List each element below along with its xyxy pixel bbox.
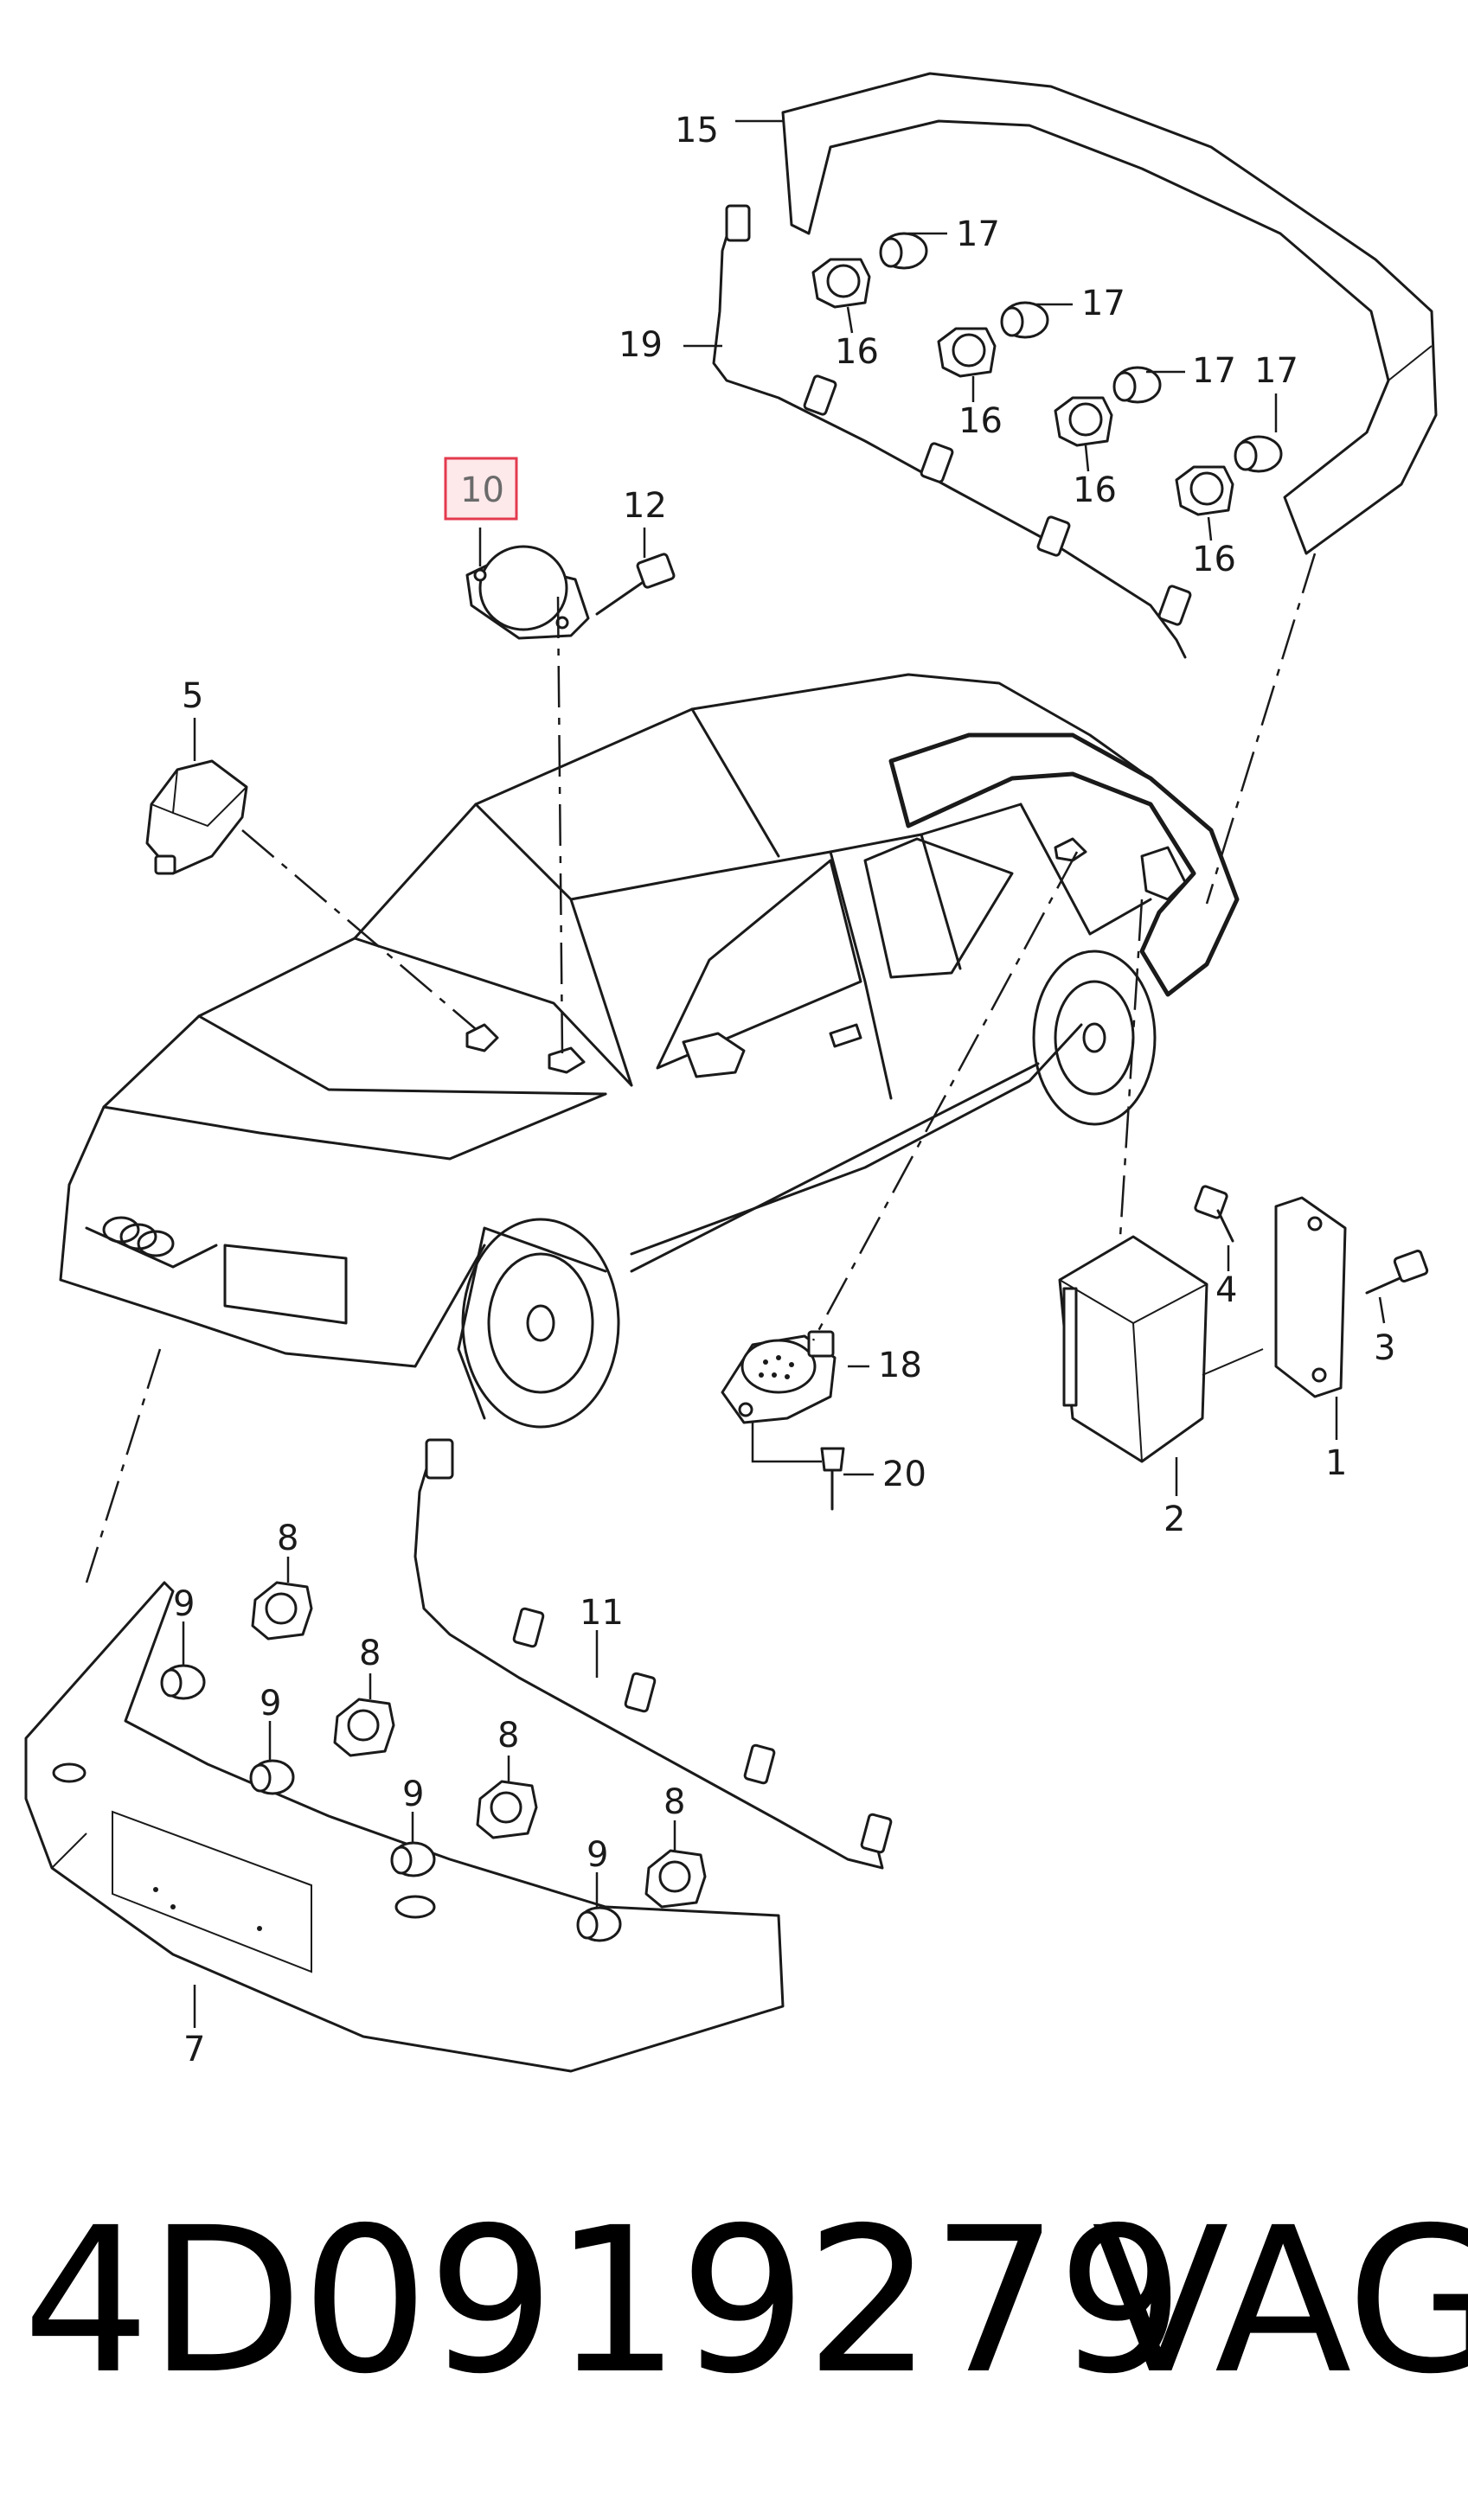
callout-11: 11 <box>580 1593 624 1633</box>
screw-20 <box>820 1447 845 1511</box>
callout-17-d: 17 <box>1254 351 1298 391</box>
callout-9-d: 9 <box>587 1835 608 1875</box>
screw-12 <box>595 553 676 616</box>
callout-8-c: 8 <box>497 1716 519 1756</box>
callout-2: 2 <box>1164 1500 1185 1539</box>
callout-8-d: 8 <box>663 1782 685 1822</box>
callout-16-c: 16 <box>1073 470 1117 510</box>
screw-4 <box>1194 1185 1234 1243</box>
car-body <box>59 673 1240 1429</box>
callout-17-c: 17 <box>1192 351 1236 391</box>
highlight-box <box>444 457 518 521</box>
callout-12: 12 <box>623 486 667 526</box>
rear-sensor-16-d <box>1175 465 1234 516</box>
front-sensor-8-a <box>251 1581 313 1641</box>
brand-label: VAG <box>1092 2184 1468 2418</box>
rear-wiring-harness <box>712 204 1192 659</box>
callout-9-a: 9 <box>173 1584 195 1624</box>
callout-20: 20 <box>882 1455 926 1494</box>
rear-sensor-16-c <box>1054 396 1113 447</box>
callout-4: 4 <box>1215 1270 1237 1310</box>
rear-ring-17-d <box>1234 435 1283 473</box>
callout-17-b: 17 <box>1081 284 1125 323</box>
part-number: 4D0919279 <box>22 2184 1184 2418</box>
rear-sensor-16-b <box>937 327 997 378</box>
front-ring-9-c <box>390 1841 436 1877</box>
front-sensor-8-b <box>333 1698 395 1757</box>
screw-3 <box>1365 1249 1429 1295</box>
front-bumper-cover <box>24 1581 785 2073</box>
callout-9-c: 9 <box>402 1775 424 1814</box>
leader-lines <box>182 119 1386 2028</box>
callout-1: 1 <box>1325 1443 1347 1483</box>
rear-ring-17-b <box>1000 301 1049 339</box>
front-wiring-harness <box>413 1438 893 1870</box>
buzzer-18 <box>721 1330 837 1424</box>
callout-8-a: 8 <box>277 1519 298 1558</box>
front-ring-9-a <box>160 1664 206 1700</box>
callout-15: 15 <box>675 111 719 150</box>
callout-19: 19 <box>619 325 663 365</box>
assembly-lines <box>85 553 1317 1583</box>
rear-ring-17-c <box>1112 366 1162 404</box>
control-module-2 <box>1058 1235 1208 1463</box>
rear-sensor-16-a <box>811 258 871 309</box>
front-sensor-8-d <box>644 1849 707 1909</box>
callout-5: 5 <box>182 676 203 716</box>
callout-16-a: 16 <box>835 332 879 372</box>
front-sensor-8-c <box>476 1780 538 1839</box>
rear-bumper-cover <box>781 72 1438 555</box>
rear-ring-17-a <box>879 232 928 270</box>
callout-16-b: 16 <box>958 401 1003 441</box>
callouts: 10 15 19 17 17 17 17 16 16 16 16 12 5 18… <box>173 111 1395 2069</box>
callout-8-b: 8 <box>359 1634 381 1673</box>
callout-10: 10 <box>460 470 504 510</box>
callout-7: 7 <box>183 2030 205 2069</box>
callout-17-a: 17 <box>956 214 1000 254</box>
bracket-1 <box>1202 1196 1347 1398</box>
connector-5 <box>145 759 248 875</box>
callout-16-d: 16 <box>1192 540 1236 579</box>
front-ring-9-b <box>249 1759 295 1795</box>
callout-9-b: 9 <box>260 1684 281 1724</box>
front-ring-9-d <box>576 1906 622 1942</box>
callout-3: 3 <box>1374 1328 1395 1368</box>
warning-buzzer-10 <box>465 545 590 640</box>
callout-18: 18 <box>878 1346 922 1385</box>
